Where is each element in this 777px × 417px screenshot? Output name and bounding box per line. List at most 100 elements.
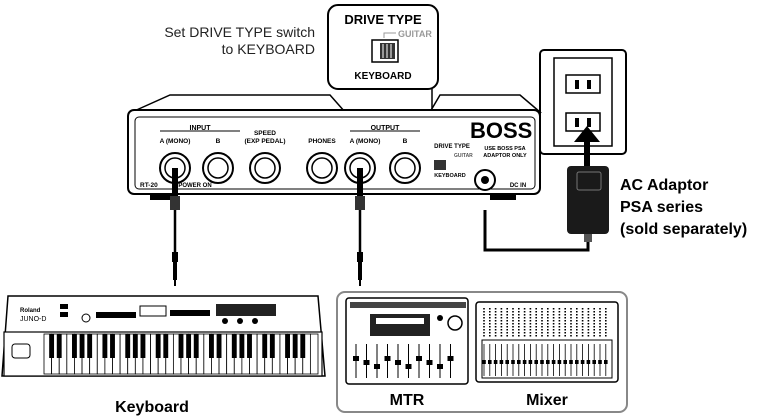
mtr-fader-knob bbox=[426, 360, 433, 365]
mtr-fader-knob bbox=[437, 364, 443, 369]
mixer-fader-knob bbox=[482, 360, 486, 364]
pedal-drive-type-label: DRIVE TYPE bbox=[434, 144, 470, 150]
black-key bbox=[79, 334, 85, 358]
input-b-label: B bbox=[216, 138, 221, 145]
mixer-fader-knob bbox=[505, 360, 509, 364]
black-key bbox=[216, 334, 222, 358]
input-label: INPUT bbox=[190, 125, 212, 132]
output-b-jack[interactable] bbox=[389, 152, 421, 184]
input-b-jack[interactable] bbox=[202, 152, 234, 184]
phones-label: PHONES bbox=[308, 138, 336, 145]
phones-jack[interactable] bbox=[306, 152, 338, 184]
black-key bbox=[155, 334, 161, 358]
black-key bbox=[285, 334, 290, 358]
speed-label: SPEED bbox=[254, 130, 276, 137]
mtr-fader-knob bbox=[405, 364, 412, 369]
dc-in-jack[interactable] bbox=[474, 169, 496, 191]
mixer-channels bbox=[482, 308, 608, 376]
pedal-keyboard-label: KEYBOARD bbox=[434, 173, 466, 179]
callout-keyboard-label: KEYBOARD bbox=[354, 71, 411, 82]
black-key bbox=[140, 334, 146, 358]
output-a-label: A (MONO) bbox=[350, 138, 381, 145]
keyboard-model: JUNO-D bbox=[20, 316, 46, 323]
mixer-fader-knob bbox=[540, 360, 544, 364]
black-key bbox=[56, 334, 62, 358]
mixer-device bbox=[475, 301, 619, 383]
power-on-label: POWER ON bbox=[178, 183, 211, 189]
black-key bbox=[102, 334, 108, 358]
keyboard-cable bbox=[170, 168, 180, 286]
mixer-fader-knob bbox=[488, 360, 492, 364]
mixer-fader-knob bbox=[534, 360, 538, 364]
black-key bbox=[163, 334, 169, 358]
boss-logo: BOSS bbox=[470, 118, 532, 143]
adaptor-cable bbox=[483, 210, 590, 252]
adaptor-note-1: USE BOSS PSA bbox=[484, 146, 525, 152]
mtr-fader-knob bbox=[374, 364, 380, 369]
adaptor-label-3: (sold separately) bbox=[620, 221, 747, 238]
black-key bbox=[110, 334, 115, 358]
mixer-fader-knob bbox=[546, 360, 550, 364]
black-key bbox=[87, 334, 93, 358]
output-label: OUTPUT bbox=[371, 125, 401, 132]
output-b-label: B bbox=[403, 138, 408, 145]
callout-title: DRIVE TYPE bbox=[344, 12, 422, 27]
speed-sub-label: (EXP PEDAL) bbox=[244, 138, 285, 145]
mixer-fader-knob bbox=[604, 360, 608, 364]
mtr-fader-knob bbox=[384, 356, 391, 361]
mtr-caption: MTR bbox=[390, 392, 425, 409]
mixer-fader-knob bbox=[598, 360, 602, 364]
mixer-fader-knob bbox=[563, 360, 567, 364]
wall-outlet bbox=[539, 49, 627, 168]
black-key bbox=[193, 334, 199, 358]
mixer-fader-knob bbox=[493, 360, 498, 364]
mtr-fader-knob bbox=[353, 356, 359, 361]
mtr-device bbox=[345, 297, 469, 385]
mixer-fader-knob bbox=[499, 360, 504, 364]
black-key bbox=[178, 334, 184, 358]
mixer-fader-knob bbox=[517, 360, 521, 364]
mixer-caption: Mixer bbox=[526, 392, 568, 409]
black-key bbox=[231, 334, 237, 358]
dc-in-label: DC IN bbox=[510, 183, 526, 189]
mixer-fader-knob bbox=[580, 360, 585, 364]
drive-type-callout: DRIVE TYPE GUITAR KEYBOARD bbox=[327, 4, 439, 147]
black-key bbox=[239, 334, 245, 358]
mtr-fader-knob bbox=[395, 360, 401, 365]
mixer-fader-knob bbox=[569, 360, 573, 364]
white-key bbox=[309, 333, 319, 375]
black-key bbox=[300, 334, 306, 358]
black-key bbox=[49, 334, 55, 358]
instruction-line-1: Set DRIVE TYPE switch bbox=[164, 24, 315, 40]
mixer-fader-knob bbox=[511, 360, 515, 364]
output-cable bbox=[355, 168, 365, 286]
pedal-guitar-label: GUITAR bbox=[454, 153, 473, 159]
black-key bbox=[132, 334, 138, 358]
mtr-fader-knob bbox=[447, 356, 454, 361]
speed-jack[interactable] bbox=[249, 152, 281, 184]
keyboard-device: Roland JUNO-D bbox=[1, 295, 326, 377]
black-key bbox=[209, 334, 214, 358]
callout-guitar-label: GUITAR bbox=[398, 29, 432, 39]
adaptor-label-1: AC Adaptor bbox=[620, 177, 708, 194]
mixer-fader-knob bbox=[557, 360, 562, 364]
mtr-faders bbox=[353, 344, 454, 378]
mixer-fader-knob bbox=[522, 360, 527, 364]
adaptor-note-2: ADAPTOR ONLY bbox=[483, 153, 527, 159]
mixer-fader-knob bbox=[528, 360, 533, 364]
black-key bbox=[247, 334, 252, 358]
pedal-unit: BOSS INPUT A (MONO) B SPEED (EXP PEDAL) … bbox=[127, 94, 543, 200]
black-key bbox=[292, 334, 298, 358]
mtr-fader-knob bbox=[416, 356, 422, 361]
instruction-line-2: to KEYBOARD bbox=[222, 41, 315, 57]
black-keys bbox=[49, 334, 306, 358]
adaptor-label-2: PSA series bbox=[620, 199, 703, 216]
mixer-fader-knob bbox=[586, 360, 591, 364]
keyboard-brand: Roland bbox=[20, 308, 41, 314]
ac-adaptor bbox=[483, 166, 609, 252]
keyboard-caption: Keyboard bbox=[115, 399, 189, 416]
black-key bbox=[72, 334, 77, 358]
pedal-drive-switch[interactable] bbox=[434, 160, 446, 170]
mtr-fader-knob bbox=[363, 360, 370, 365]
